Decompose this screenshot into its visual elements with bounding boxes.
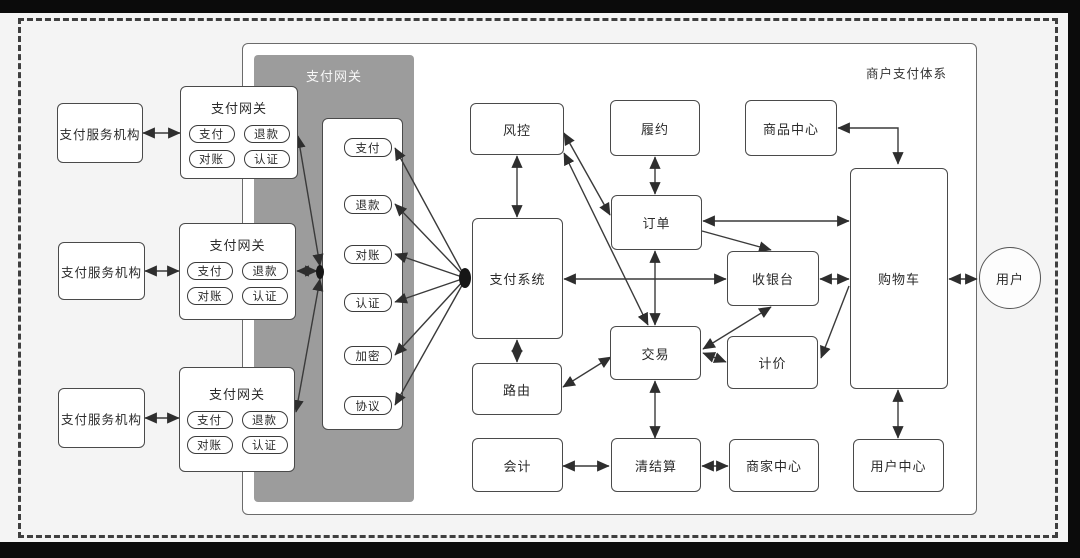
- node-label: 商品中心: [762, 122, 819, 138]
- gateway-service-list: [322, 118, 403, 430]
- chip-refund: 退款: [242, 262, 288, 280]
- node-label: 支付服务机构: [60, 411, 142, 427]
- node-cashier: 收银台: [727, 251, 819, 306]
- node-label: 购物车: [877, 273, 920, 288]
- node-payment-gateway-2: 支付网关 支付 退款 对账 认证: [179, 223, 296, 320]
- node-user-center: 用户中心: [853, 439, 944, 492]
- node-label: 收银台: [751, 273, 794, 288]
- node-payment-system: 支付系统: [472, 218, 563, 339]
- gateway-item-refund: 退款: [344, 195, 392, 214]
- chip-reconcile: 对账: [188, 150, 235, 168]
- gateway-box-title: 支付网关: [210, 102, 267, 117]
- gateway-service-chips: 支付 退款 对账 认证: [180, 262, 295, 305]
- gateway-item-protocol: 协议: [344, 396, 392, 415]
- chip-pay: 支付: [186, 411, 233, 429]
- node-label: 商家中心: [745, 460, 802, 475]
- node-accounting: 会计: [472, 438, 563, 492]
- node-fulfillment: 履约: [610, 100, 700, 156]
- chip-pay: 支付: [188, 125, 235, 143]
- node-label: 路由: [502, 383, 531, 399]
- node-label: 履约: [640, 122, 669, 138]
- node-routing: 路由: [472, 363, 562, 415]
- gateway-service-chips: 支付 退款 对账 认证: [180, 411, 294, 454]
- node-label: 会计: [503, 459, 532, 475]
- node-shopping-cart: 购物车: [850, 168, 948, 389]
- chip-reconcile: 对账: [187, 287, 233, 305]
- gateway-box-title: 支付网关: [209, 239, 266, 254]
- node-merchant-center: 商家中心: [729, 439, 819, 492]
- chip-auth: 认证: [243, 150, 290, 168]
- node-payment-service-org-3: 支付服务机构: [58, 388, 145, 448]
- gateway-panel-title: 支付网关: [305, 70, 362, 85]
- node-label: 交易: [641, 347, 670, 363]
- node-label: 风控: [502, 123, 531, 139]
- node-payment-gateway-3: 支付网关 支付 退款 对账 认证: [179, 367, 295, 472]
- node-label: 用户中心: [870, 460, 927, 475]
- node-payment-service-org-1: 支付服务机构: [57, 103, 143, 163]
- gateway-item-encrypt: 加密: [344, 346, 392, 365]
- node-pricing: 计价: [727, 336, 818, 389]
- node-order: 订单: [611, 195, 702, 250]
- node-payment-gateway-1: 支付网关 支付 退款 对账 认证: [180, 86, 298, 179]
- chip-refund: 退款: [241, 411, 288, 429]
- gateway-service-chips: 支付 退款 对账 认证: [181, 125, 297, 168]
- chip-reconcile: 对账: [186, 436, 233, 454]
- node-product-center: 商品中心: [745, 100, 837, 156]
- node-transaction: 交易: [610, 326, 701, 380]
- chip-auth: 认证: [241, 436, 288, 454]
- node-clearing-settlement: 清结算: [611, 438, 701, 492]
- chip-refund: 退款: [243, 125, 290, 143]
- node-label: 订单: [642, 217, 671, 232]
- merchant-panel-title: 商户支付体系: [865, 66, 947, 81]
- node-label: 支付系统: [489, 273, 546, 288]
- chip-auth: 认证: [242, 287, 288, 305]
- node-payment-service-org-2: 支付服务机构: [58, 242, 145, 300]
- gateway-item-pay: 支付: [344, 138, 392, 157]
- node-label: 计价: [758, 357, 787, 372]
- node-risk-control: 风控: [470, 103, 564, 155]
- selection-dashed-border: [18, 18, 1058, 538]
- node-label: 支付服务机构: [60, 264, 142, 280]
- node-label: 清结算: [634, 459, 677, 475]
- gateway-item-reconcile: 对账: [344, 245, 392, 264]
- gateway-box-title: 支付网关: [208, 388, 265, 403]
- gateway-item-auth: 认证: [344, 293, 392, 312]
- node-label: 用户: [995, 272, 1024, 288]
- chip-pay: 支付: [187, 262, 233, 280]
- node-user: 用户: [979, 247, 1041, 309]
- node-label: 支付服务机构: [59, 126, 141, 142]
